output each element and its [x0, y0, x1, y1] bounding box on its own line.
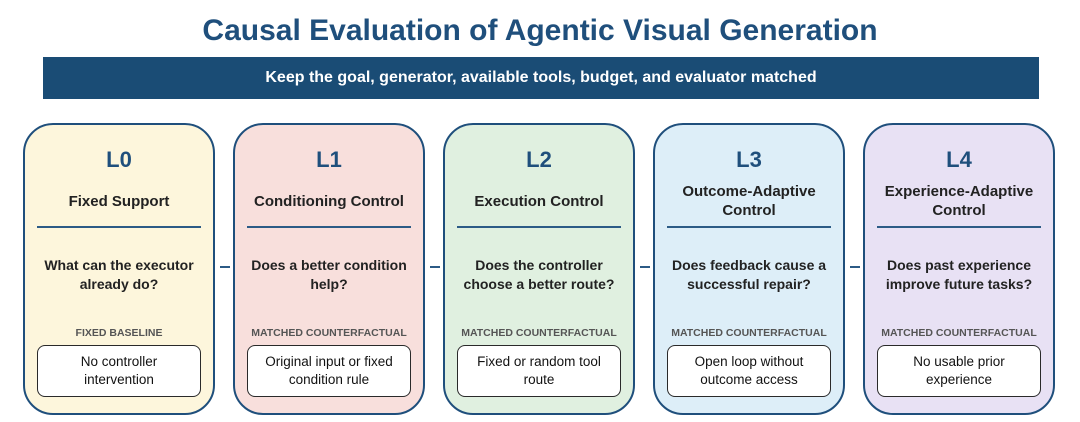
card-divider	[37, 226, 201, 228]
level-name: Experience-Adaptive Control	[884, 183, 1034, 219]
baseline-box: Original input or fixed condition rule	[247, 345, 411, 397]
baseline-box: Fixed or random tool route	[457, 345, 621, 397]
card-divider	[877, 226, 1041, 228]
level-id: L4	[946, 147, 972, 172]
baseline-box: No usable prior experience	[877, 345, 1041, 397]
level-id: L3	[736, 147, 762, 172]
comparison-tag: FIXED BASELINE	[75, 327, 163, 339]
level-question: What can the executor already do?	[44, 257, 194, 292]
comparison-tag: MATCHED COUNTERFACTUAL	[881, 327, 1037, 339]
connector-l2-l3	[640, 266, 650, 268]
card-divider	[457, 226, 621, 228]
level-card-l0: L0 Fixed Support What can the executor a…	[23, 123, 215, 415]
level-card-l1: L1 Conditioning Control Does a better co…	[233, 123, 425, 415]
card-divider	[667, 226, 831, 228]
level-card-l4: L4 Experience-Adaptive Control Does past…	[863, 123, 1055, 415]
level-question: Does a better condition help?	[251, 257, 407, 292]
level-card-l2: L2 Execution Control Does the controller…	[443, 123, 635, 415]
level-card-l3: L3 Outcome-Adaptive Control Does feedbac…	[653, 123, 845, 415]
level-id: L0	[106, 147, 132, 172]
level-id: L1	[316, 147, 342, 172]
level-name: Outcome-Adaptive Control	[682, 183, 816, 219]
comparison-tag: MATCHED COUNTERFACTUAL	[671, 327, 827, 339]
level-name: Conditioning Control	[254, 192, 404, 210]
level-name: Execution Control	[474, 192, 604, 210]
comparison-tag: MATCHED COUNTERFACTUAL	[461, 327, 617, 339]
connector-l0-l1	[220, 266, 230, 268]
level-name: Fixed Support	[68, 192, 170, 210]
level-question: Does feedback cause a successful repair?	[671, 257, 827, 292]
connector-l1-l2	[430, 266, 440, 268]
level-question: Does the controller choose a better rout…	[463, 257, 615, 292]
level-id: L2	[526, 147, 552, 172]
baseline-box: Open loop without outcome access	[667, 345, 831, 397]
connector-l3-l4	[850, 266, 860, 268]
level-question: Does past experience improve future task…	[885, 257, 1033, 292]
card-divider	[247, 226, 411, 228]
diagram-title: Causal Evaluation of Agentic Visual Gene…	[202, 14, 878, 47]
baseline-box: No controller intervention	[37, 345, 201, 397]
matching-banner: Keep the goal, generator, available tool…	[43, 57, 1039, 99]
comparison-tag: MATCHED COUNTERFACTUAL	[251, 327, 407, 339]
